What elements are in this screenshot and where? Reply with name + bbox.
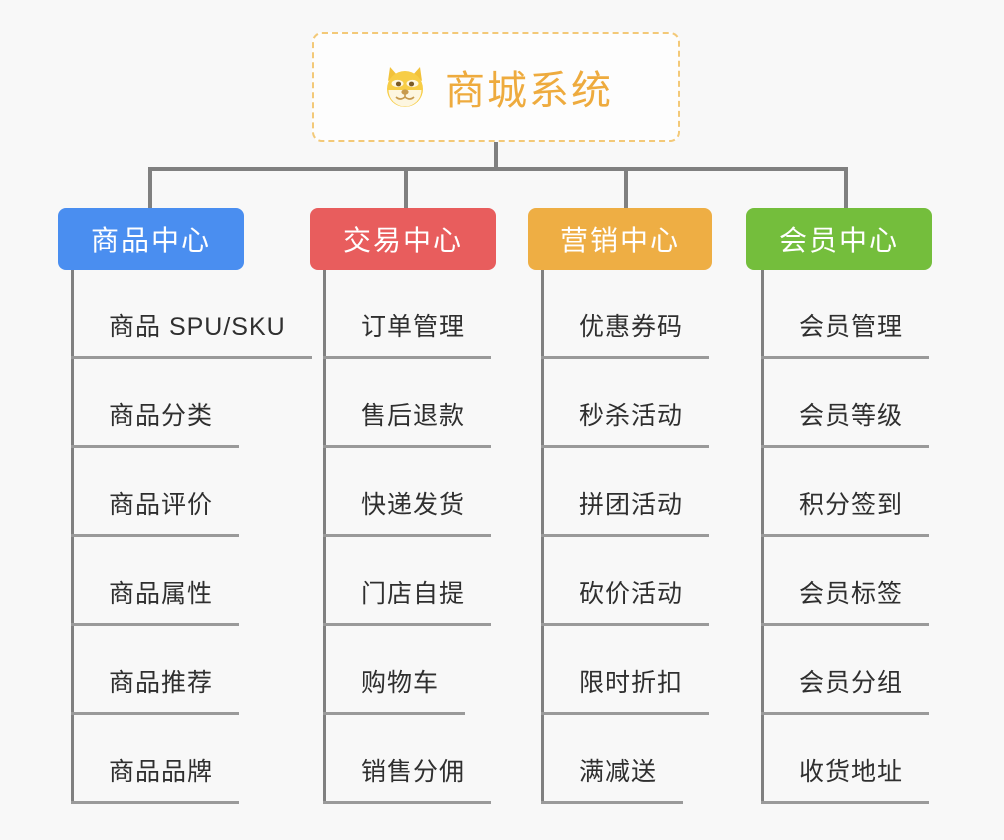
list-item-underline	[323, 534, 491, 537]
branch-spine-4	[761, 270, 764, 804]
list-item-label: 门店自提	[361, 580, 466, 608]
branch-header-4[interactable]: 会员中心	[746, 208, 932, 270]
branch-header-label: 营销中心	[559, 225, 680, 256]
list-item-label: 限时折扣	[579, 669, 684, 697]
branch-spine-1	[71, 270, 74, 804]
branch-items-2: 订单管理 售后退款 快递发货 门店自提 购物车 销售分佣	[323, 270, 491, 804]
branch-spine-2	[323, 270, 326, 804]
list-item-underline	[541, 623, 709, 626]
list-item-underline	[71, 445, 239, 448]
list-item-underline	[71, 534, 239, 537]
list-item-label: 商品分类	[109, 402, 214, 430]
list-item[interactable]: 拼团活动	[541, 448, 709, 537]
list-item-underline	[71, 712, 239, 715]
list-item-label: 拼团活动	[579, 491, 684, 519]
list-item[interactable]: 购物车	[323, 626, 491, 715]
list-item[interactable]: 会员分组	[761, 626, 929, 715]
list-item-underline	[323, 712, 465, 715]
list-item[interactable]: 商品评价	[71, 448, 312, 537]
list-item-label: 售后退款	[361, 402, 466, 430]
connector-drop-1	[148, 167, 152, 208]
list-item-label: 收货地址	[799, 758, 904, 786]
list-item-underline	[323, 445, 491, 448]
connector-drop-4	[844, 167, 848, 208]
list-item-underline	[541, 534, 709, 537]
list-item-underline	[761, 712, 929, 715]
list-item-label: 会员标签	[799, 580, 904, 608]
branch-header-3[interactable]: 营销中心	[528, 208, 712, 270]
list-item[interactable]: 满减送	[541, 715, 709, 804]
list-item-underline	[761, 623, 929, 626]
list-item-label: 快递发货	[361, 491, 466, 519]
list-item-label: 销售分佣	[361, 758, 466, 786]
list-item-underline	[761, 356, 929, 359]
list-item[interactable]: 砍价活动	[541, 537, 709, 626]
list-item[interactable]: 销售分佣	[323, 715, 491, 804]
branch-header-label: 交易中心	[342, 225, 463, 256]
connector-root-stem	[494, 142, 498, 170]
list-item[interactable]: 商品分类	[71, 359, 312, 448]
list-item-underline	[71, 801, 239, 804]
branch-header-label: 商品中心	[90, 225, 211, 256]
root-title: 商城系统	[445, 69, 613, 113]
list-item[interactable]: 秒杀活动	[541, 359, 709, 448]
connector-drop-3	[624, 167, 628, 208]
list-item[interactable]: 限时折扣	[541, 626, 709, 715]
list-item[interactable]: 积分签到	[761, 448, 929, 537]
list-item[interactable]: 快递发货	[323, 448, 491, 537]
list-item[interactable]: 商品 SPU/SKU	[71, 270, 312, 359]
list-item-underline	[541, 445, 709, 448]
list-item-label: 积分签到	[799, 491, 904, 519]
list-item-underline	[541, 801, 683, 804]
list-item-underline	[71, 623, 239, 626]
list-item[interactable]: 订单管理	[323, 270, 491, 359]
branch-items-3: 优惠券码 秒杀活动 拼团活动 砍价活动 限时折扣 满减送	[541, 270, 709, 804]
list-item-label: 会员分组	[799, 669, 904, 697]
branch-spine-3	[541, 270, 544, 804]
list-item[interactable]: 收货地址	[761, 715, 929, 804]
list-item[interactable]: 门店自提	[323, 537, 491, 626]
list-item-underline	[541, 356, 709, 359]
list-item[interactable]: 商品属性	[71, 537, 312, 626]
list-item-underline	[761, 534, 929, 537]
list-item-underline	[71, 356, 312, 359]
list-item[interactable]: 会员标签	[761, 537, 929, 626]
list-item-label: 商品 SPU/SKU	[109, 313, 286, 341]
list-item[interactable]: 商品品牌	[71, 715, 312, 804]
list-item-label: 商品推荐	[109, 669, 214, 697]
connector-horizontal-bus	[148, 167, 848, 171]
list-item-label: 优惠券码	[579, 313, 684, 341]
branch-header-2[interactable]: 交易中心	[310, 208, 496, 270]
list-item[interactable]: 会员等级	[761, 359, 929, 448]
list-item-label: 订单管理	[361, 313, 466, 341]
list-item-label: 砍价活动	[579, 580, 684, 608]
list-item[interactable]: 会员管理	[761, 270, 929, 359]
shiba-dog-face-icon	[379, 61, 431, 113]
list-item-underline	[761, 445, 929, 448]
root-node[interactable]: 商城系统	[312, 32, 680, 142]
list-item-label: 商品评价	[109, 491, 214, 519]
list-item-label: 会员管理	[799, 313, 904, 341]
list-item-label: 满减送	[579, 758, 658, 786]
list-item-label: 商品品牌	[109, 758, 214, 786]
list-item[interactable]: 售后退款	[323, 359, 491, 448]
list-item[interactable]: 优惠券码	[541, 270, 709, 359]
list-item-label: 购物车	[361, 669, 440, 697]
list-item-underline	[323, 356, 491, 359]
list-item-label: 会员等级	[799, 402, 904, 430]
list-item-underline	[761, 801, 929, 804]
list-item-label: 商品属性	[109, 580, 214, 608]
list-item-label: 秒杀活动	[579, 402, 684, 430]
branch-header-label: 会员中心	[778, 225, 899, 256]
list-item-underline	[323, 623, 491, 626]
branch-items-4: 会员管理 会员等级 积分签到 会员标签 会员分组 收货地址	[761, 270, 929, 804]
list-item-underline	[323, 801, 491, 804]
list-item-underline	[541, 712, 709, 715]
branch-items-1: 商品 SPU/SKU 商品分类 商品评价 商品属性 商品推荐 商品品牌	[71, 270, 312, 804]
list-item[interactable]: 商品推荐	[71, 626, 312, 715]
connector-drop-2	[404, 167, 408, 208]
branch-header-1[interactable]: 商品中心	[58, 208, 244, 270]
